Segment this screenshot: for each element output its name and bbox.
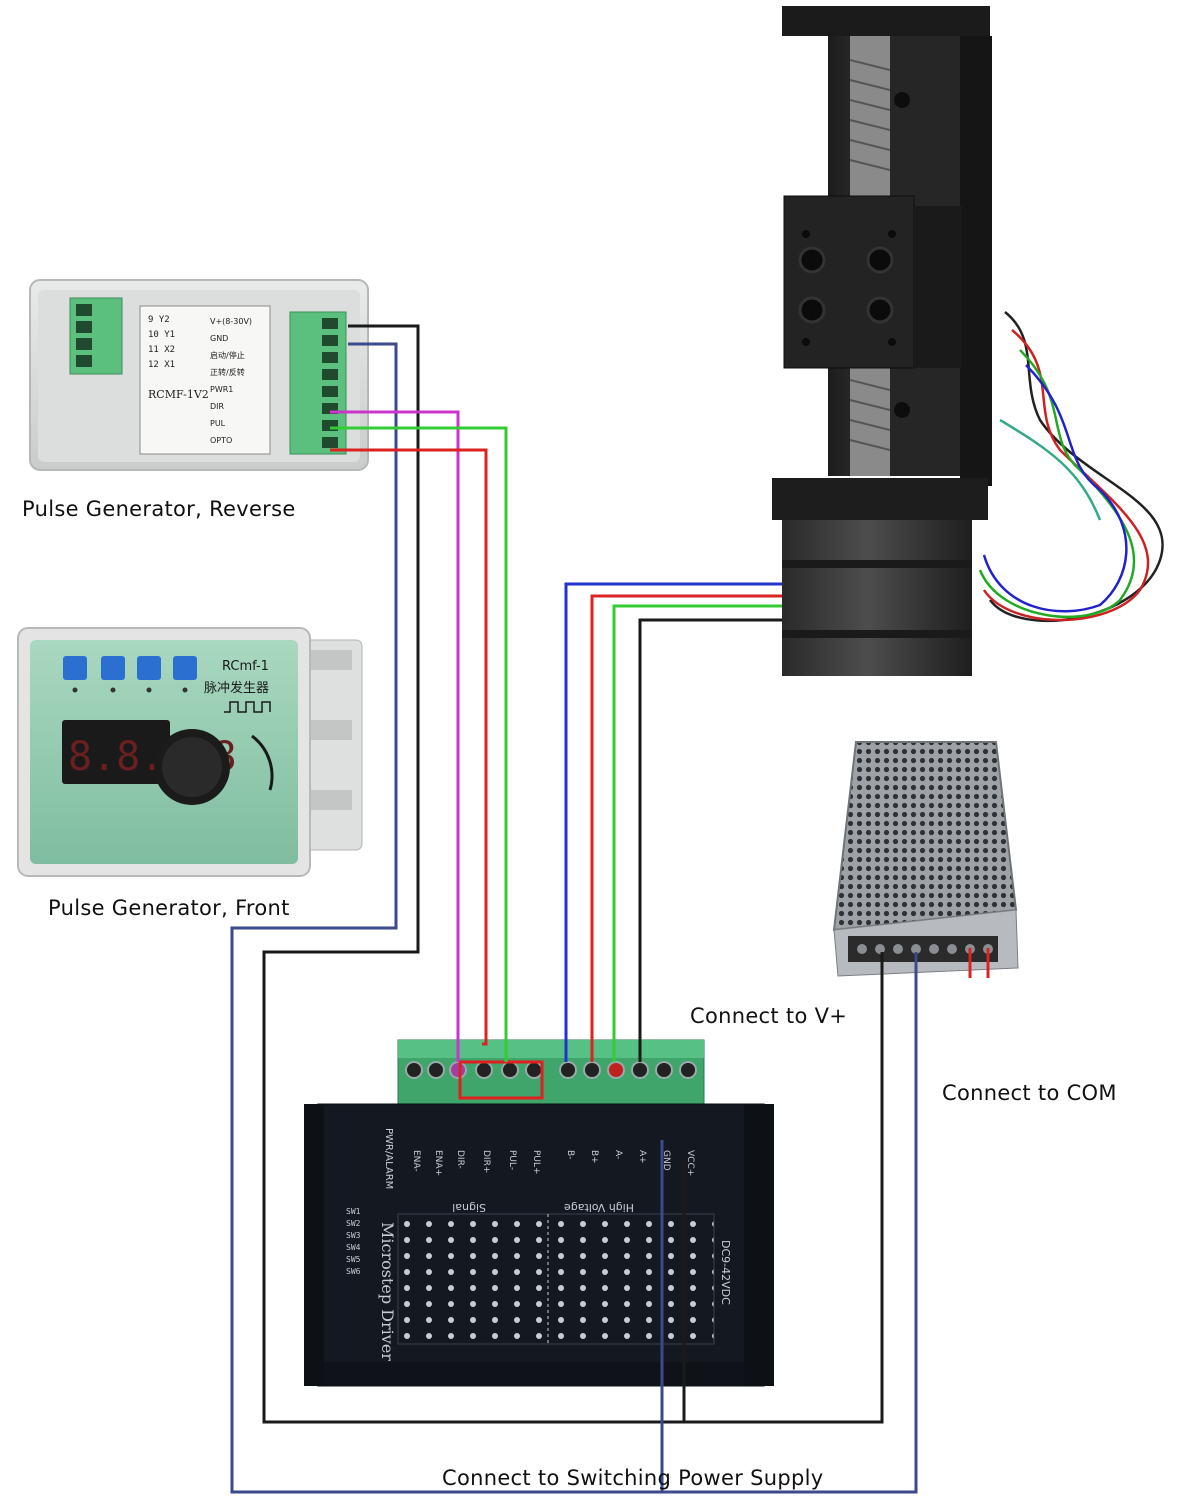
- switch-label: SW4: [346, 1243, 361, 1252]
- terminal-label: PUL-: [507, 1150, 517, 1170]
- switching-power-supply: [832, 741, 1019, 978]
- terminal-screw: [559, 1061, 577, 1079]
- label-pulse-reverse: Pulse Generator, Reverse: [22, 497, 296, 521]
- terminal-screw: [525, 1061, 543, 1079]
- pin-tags: 9 Y2 10 Y1 11 X2 12 X1: [148, 315, 175, 370]
- front-subtitle: 脉冲发生器: [204, 680, 269, 696]
- pulse-generator-front: RCmf-1 脉冲发生器 8.8.8.8: [17, 627, 363, 877]
- label-connect-com: Connect to COM: [942, 1081, 1117, 1105]
- svg-text:GND: GND: [210, 334, 228, 343]
- label-connect-psu: Connect to Switching Power Supply: [442, 1466, 824, 1490]
- left-terminal-block: [69, 297, 123, 375]
- svg-text:PWR1: PWR1: [210, 385, 233, 394]
- svg-text:10 Y1: 10 Y1: [148, 330, 175, 340]
- terminal-label: A-: [613, 1150, 623, 1159]
- wire-navy-pg-to-psu: [230, 342, 918, 1494]
- label-pulse-front: Pulse Generator, Front: [48, 896, 290, 920]
- right-terminal-block: [289, 311, 347, 455]
- power-label: High Voltage: [564, 1201, 634, 1214]
- linear-slide-module: [772, 6, 1164, 676]
- terminal-screw: [631, 1061, 649, 1079]
- switch-label: SW5: [346, 1255, 361, 1264]
- motor-leads: [978, 311, 1164, 622]
- terminal-label: B-: [565, 1150, 575, 1159]
- svg-text:11 X2: 11 X2: [148, 345, 175, 355]
- svg-text:OPTO: OPTO: [210, 436, 232, 445]
- terminal-screw: [655, 1061, 673, 1079]
- signal-label: Signal: [452, 1201, 486, 1214]
- svg-text:V+(8-30V): V+(8-30V): [210, 317, 252, 326]
- wire-motor-green: [612, 604, 782, 1062]
- wire-magenta-pul: [330, 410, 460, 1062]
- terminal-screw: [475, 1061, 493, 1079]
- terminal-label: PUL+: [531, 1150, 541, 1175]
- switch-label: SW3: [346, 1231, 361, 1240]
- square-wave-icon: [224, 701, 271, 713]
- switch-label: SW1: [346, 1207, 361, 1216]
- terminal-label: DIR+: [481, 1150, 491, 1173]
- svg-text:PUL: PUL: [210, 419, 226, 428]
- terminal-screw: [679, 1061, 697, 1079]
- terminal-screw: [607, 1061, 625, 1079]
- terminal-screw: [583, 1061, 601, 1079]
- terminal-label: A+: [637, 1150, 647, 1164]
- terminal-screw: [449, 1061, 467, 1079]
- terminal-row-labels: V+(8-30V) GND 启动/停止 正转/反转 PWR1 DIR PUL O…: [210, 317, 252, 445]
- svg-text:DIR: DIR: [210, 402, 225, 411]
- pulse-generator-reverse: 9 Y2 10 Y1 11 X2 12 X1 V+(8-30V) GND 启动/…: [29, 279, 369, 471]
- svg-text:12 X1: 12 X1: [148, 360, 175, 370]
- front-model: RCmf-1: [222, 659, 269, 674]
- terminal-label: DIR-: [455, 1150, 465, 1169]
- label-connect-vplus: Connect to V+: [690, 1004, 848, 1028]
- wire-green-dir: [330, 426, 508, 1062]
- terminal-label: B+: [589, 1150, 599, 1164]
- alarm-label: PWR/ALARM: [383, 1128, 394, 1189]
- svg-text:启动/停止: 启动/停止: [210, 350, 245, 360]
- terminal-label: ENA+: [433, 1150, 443, 1176]
- switch-label: SW6: [346, 1267, 361, 1276]
- wires: [230, 324, 918, 1494]
- terminal-screw: [405, 1061, 423, 1079]
- wire-motor-blue: [564, 582, 782, 1062]
- wire-motor-red: [590, 594, 782, 1062]
- wire-red-ena: [330, 448, 488, 1046]
- driver-voltage: DC9-42VDC: [719, 1240, 732, 1305]
- driver-terminal-labels: ENA- ENA+ DIR- DIR+ PUL- PUL+ B- B+ A- A+ GND VCC+: [411, 1150, 695, 1176]
- terminal-screw: [427, 1061, 445, 1079]
- terminal-label: VCC+: [685, 1150, 695, 1176]
- terminal-label: ENA-: [411, 1150, 421, 1172]
- stepper-motor: [782, 520, 972, 676]
- led-display: [62, 720, 170, 784]
- svg-text:9 Y2: 9 Y2: [148, 315, 170, 325]
- switch-label: SW2: [346, 1219, 361, 1228]
- terminal-screw: [501, 1061, 519, 1079]
- svg-text:正转/反转: 正转/反转: [210, 367, 245, 377]
- model-label: RCMF-1V2: [148, 388, 209, 401]
- driver-title: Microstep Driver: [378, 1222, 397, 1361]
- wire-psu-com-to-driver: [684, 952, 884, 1424]
- terminal-label: GND: [661, 1150, 671, 1171]
- front-buttons: [63, 656, 197, 693]
- wire-motor-black: [638, 618, 782, 1062]
